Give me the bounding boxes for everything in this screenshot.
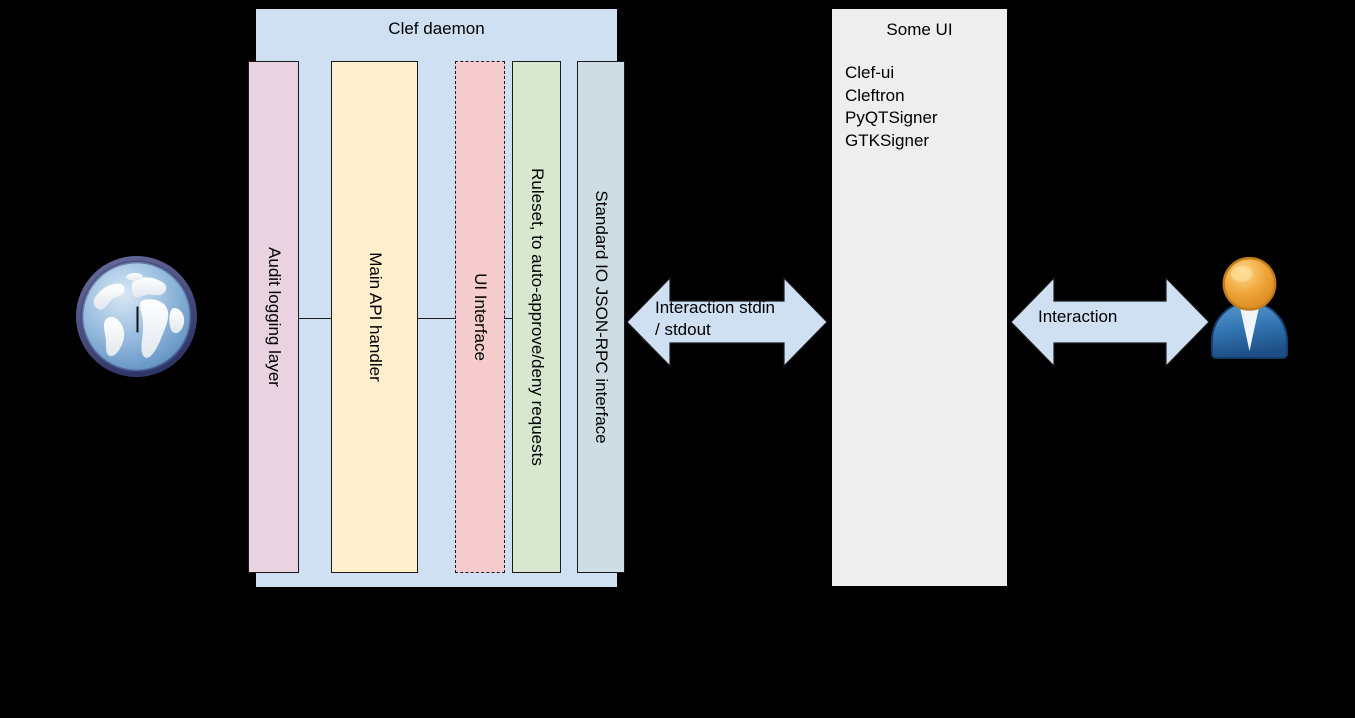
arrow-daemon-to-ui-label: Interaction stdin / stdout	[655, 298, 776, 339]
layer-main-api-handler-label: Main API handler	[365, 252, 385, 382]
layer-ui-interface-label: UI Interface	[471, 273, 490, 361]
arrow-ui-to-user-label: Interaction	[1038, 307, 1118, 326]
some-ui-item-list: Clef-ui Cleftron PyQTSigner GTKSigner	[845, 62, 938, 152]
list-item: Cleftron	[845, 85, 905, 105]
list-item: GTKSigner	[845, 130, 930, 150]
layer-ruleset-label: Ruleset, to auto-approve/deny requests	[527, 168, 547, 466]
user-icon	[1210, 256, 1289, 359]
globe-icon	[75, 255, 198, 378]
layer-ui-interface: UI Interface	[455, 61, 505, 573]
some-ui-panel: Some UI Clef-ui Cleftron PyQTSigner GTKS…	[832, 9, 1007, 586]
some-ui-title: Some UI	[886, 20, 953, 39]
clef-daemon-container	[256, 9, 617, 587]
connector-audit-to-api	[298, 318, 332, 319]
arrow-ui-to-user	[1010, 276, 1210, 368]
layer-main-api-handler: Main API handler	[331, 61, 418, 573]
layer-audit-logging-label: Audit logging layer	[264, 247, 284, 387]
layer-audit-logging: Audit logging layer	[248, 61, 299, 573]
connector-api-to-ui	[417, 318, 456, 319]
arrow-daemon-to-ui	[626, 276, 828, 368]
layer-stdio-jsonrpc-label: Standard IO JSON-RPC interface	[592, 190, 611, 444]
list-item: PyQTSigner	[845, 108, 938, 127]
layer-stdio-jsonrpc: Standard IO JSON-RPC interface	[577, 61, 625, 573]
list-item: Clef-ui	[845, 63, 895, 82]
layer-ruleset: Ruleset, to auto-approve/deny requests	[512, 61, 561, 573]
connector-ui-to-ruleset	[504, 318, 513, 319]
clef-daemon-title: Clef daemon	[388, 19, 485, 38]
